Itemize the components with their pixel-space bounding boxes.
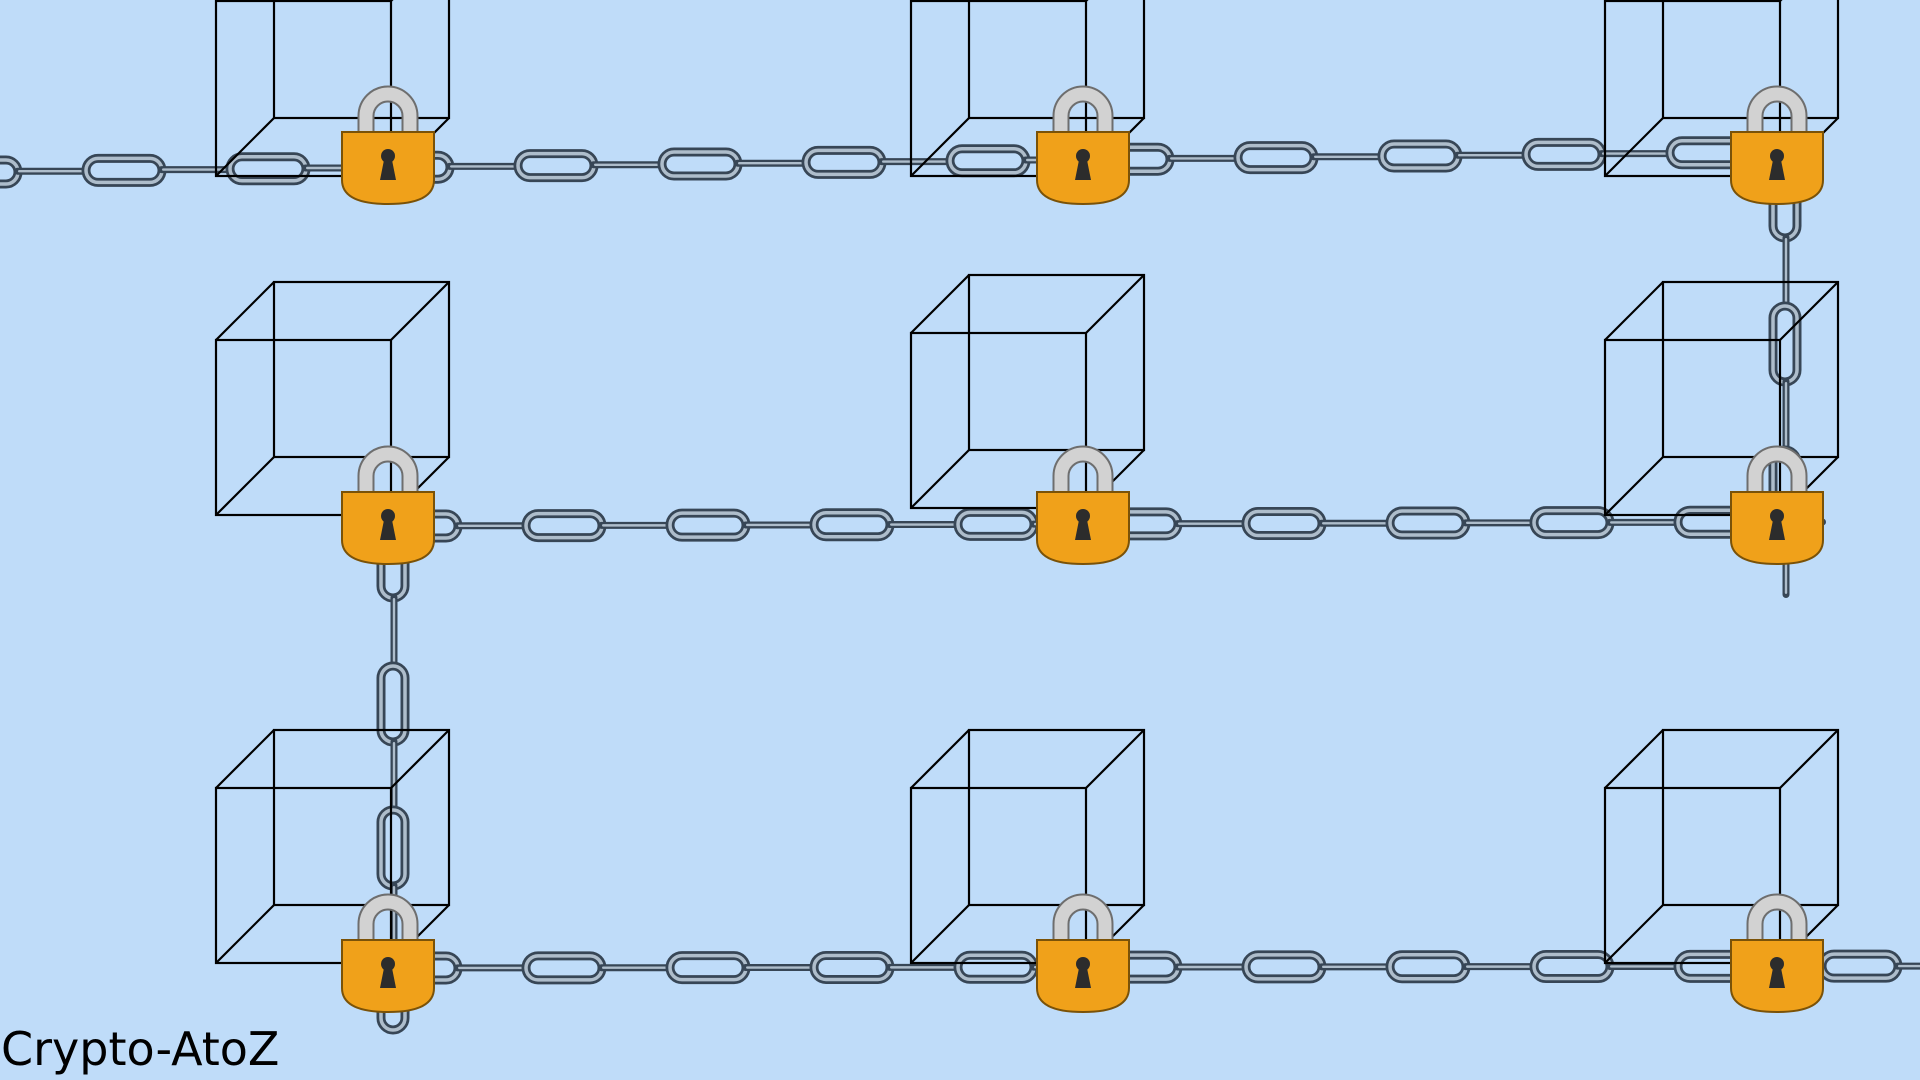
chain-link (1238, 146, 1314, 170)
chain-link (670, 513, 746, 537)
chain-link (670, 956, 746, 980)
padlock-icon (341, 445, 435, 566)
chain-link (1390, 511, 1466, 535)
chain-link (958, 512, 1034, 536)
chain-link (742, 521, 818, 529)
chain-link (1894, 962, 1920, 970)
chain-link (1454, 151, 1530, 159)
chain-link (518, 154, 594, 178)
chain-link (381, 810, 405, 886)
chain-link (814, 955, 890, 979)
chain-link (1174, 963, 1250, 971)
padlock-icon (1730, 893, 1824, 1014)
cube-icon (214, 280, 451, 517)
cube-icon (214, 728, 451, 965)
chain-link (1174, 520, 1250, 528)
chain-link (14, 167, 90, 175)
chain-link (1534, 955, 1610, 979)
chain-link (598, 964, 674, 972)
chain-link (1166, 154, 1242, 162)
chain-link (878, 158, 954, 166)
chain-link (590, 161, 666, 169)
chain-link (1462, 519, 1538, 527)
chain-link (1318, 963, 1394, 971)
chain-link (1390, 955, 1466, 979)
watermark-text: Crypto-AtoZ (1, 1022, 280, 1076)
chain-link (806, 150, 882, 174)
chain-link (886, 521, 962, 529)
blocks-layer (214, 0, 1840, 1014)
chain-link (1822, 954, 1898, 978)
cube-icon (909, 728, 1146, 965)
chain-link (454, 964, 530, 972)
chain-link (742, 964, 818, 972)
chain-link (1318, 519, 1394, 527)
chain-link (526, 514, 602, 538)
chain-link (1462, 963, 1538, 971)
chain-link (598, 521, 674, 529)
chain-link (1782, 378, 1790, 454)
padlock-icon (1730, 445, 1824, 566)
padlock-icon (1036, 445, 1130, 566)
chain-link (1534, 511, 1610, 535)
chain-link (454, 522, 530, 530)
padlock-icon (341, 85, 435, 206)
chain-link (230, 157, 306, 181)
chain-row-1 (0, 141, 1818, 184)
chain-link (446, 162, 522, 170)
padlock-icon (341, 893, 435, 1014)
chain-link (886, 963, 962, 971)
chain-link (390, 594, 398, 670)
chain-link (1598, 150, 1674, 158)
padlock-icon (1730, 85, 1824, 206)
chain-link (86, 158, 162, 182)
chain-link (662, 152, 738, 176)
chain-link (814, 513, 890, 537)
padlock-icon (1036, 85, 1130, 206)
cube-icon (1603, 728, 1840, 965)
chain-link (1606, 518, 1682, 526)
chain-link (1246, 511, 1322, 535)
chain-link (1782, 234, 1790, 310)
chain-link (1773, 306, 1797, 382)
chain-row-3 (382, 954, 1920, 980)
chain-link (1382, 144, 1458, 168)
chain-link (1246, 955, 1322, 979)
chain-link (1526, 142, 1602, 166)
chains-layer (0, 141, 1920, 1030)
padlock-icon (1036, 893, 1130, 1014)
chain-link (950, 149, 1026, 173)
chain-link (958, 955, 1034, 979)
chain-link (526, 956, 602, 980)
chain-link (1310, 153, 1386, 161)
chain-link (734, 159, 810, 167)
